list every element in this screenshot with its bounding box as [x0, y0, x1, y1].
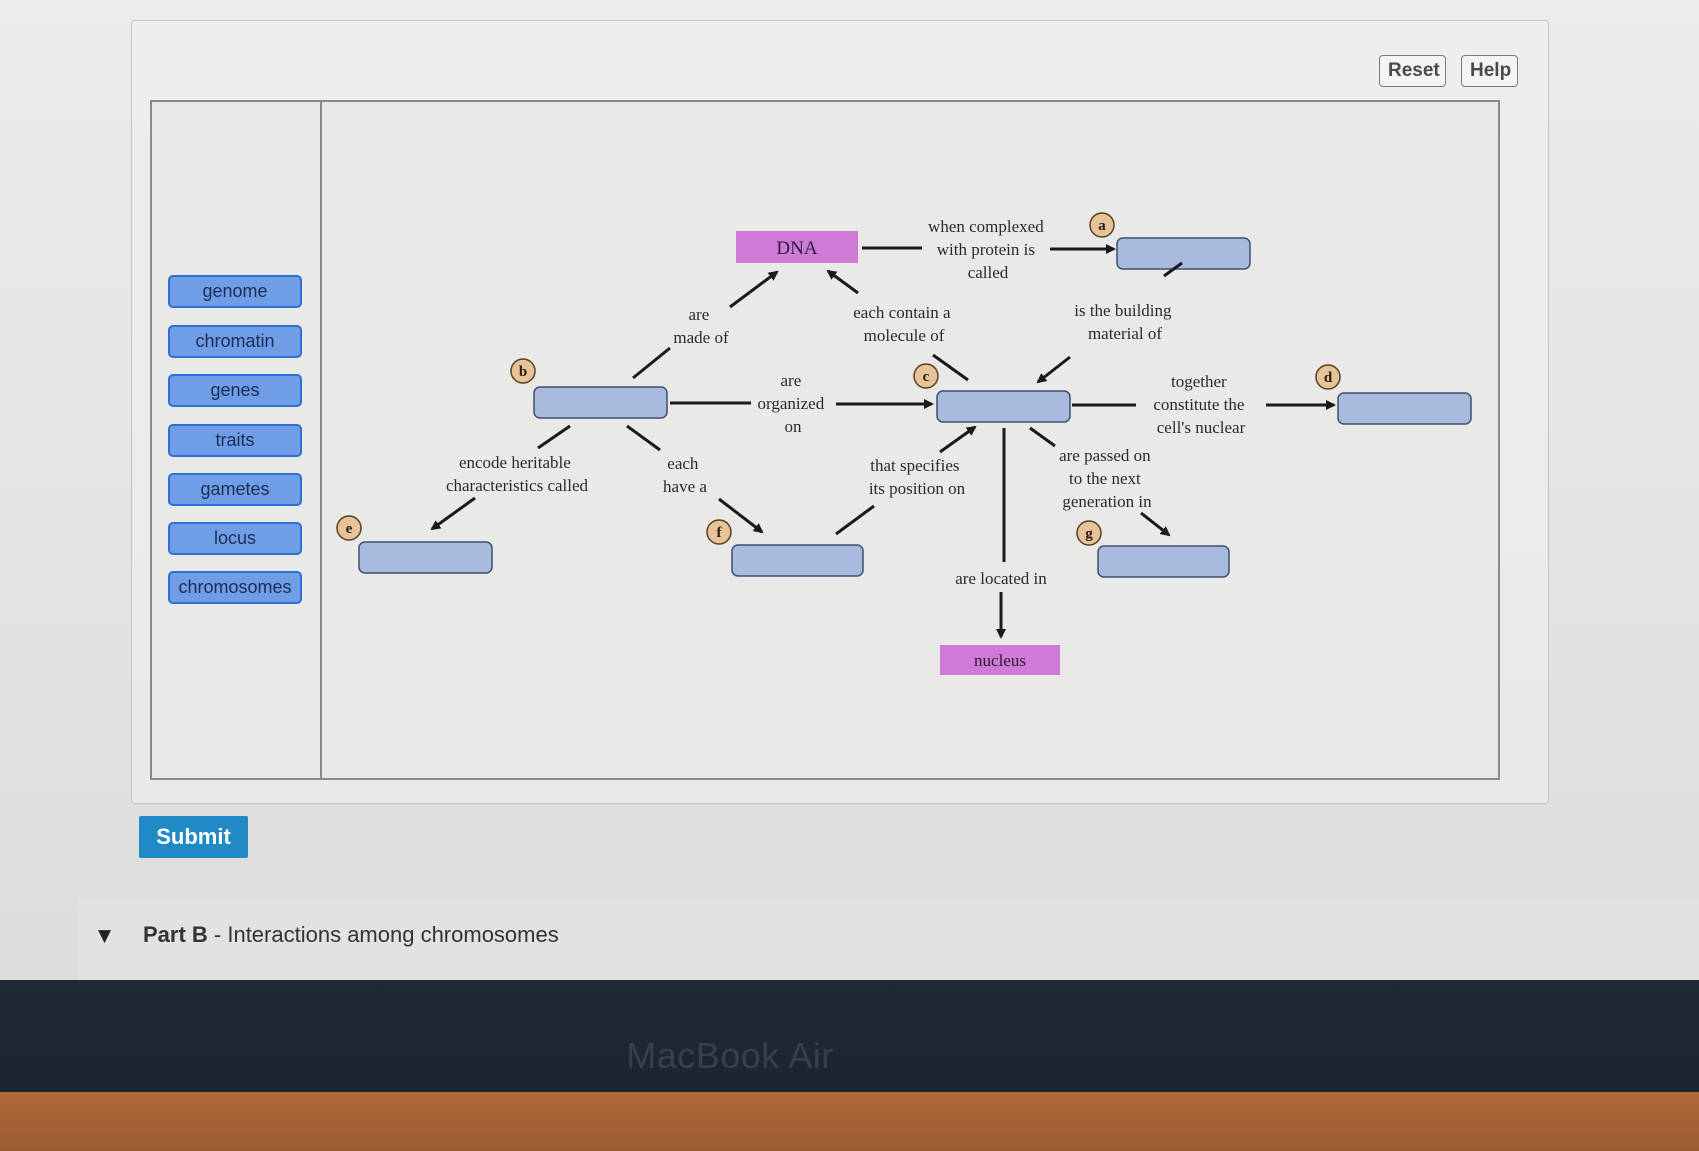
line-b-to-made — [632, 346, 671, 380]
marker-a-label: a — [1098, 218, 1106, 234]
marker-e-label: e — [346, 521, 353, 537]
marker-b-label: b — [519, 364, 527, 380]
laptop-bezel — [0, 980, 1699, 1092]
marker-f-label: f — [717, 525, 723, 541]
concept-map-board — [150, 100, 1500, 780]
line-c-to-contain — [932, 353, 969, 382]
desk-surface — [0, 1092, 1699, 1151]
line-a-to-building — [1163, 261, 1183, 278]
marker-f — [706, 519, 732, 545]
link-c-contains-dna: each contain a molecule of — [853, 303, 954, 345]
node-dna: DNA — [736, 231, 858, 263]
link-b-each-have-f: each have a — [663, 454, 707, 496]
arrow-building-to-c — [1036, 355, 1071, 384]
arrow-encode-to-e — [430, 496, 476, 531]
drop-target-b[interactable] — [533, 386, 668, 419]
marker-e — [336, 515, 362, 541]
drop-target-d[interactable] — [1337, 392, 1472, 425]
link-c-constitute-d: together constitute the cell's nuclear — [1153, 372, 1248, 437]
marker-g-label: g — [1085, 526, 1093, 542]
arrow-passed-to-g — [1140, 511, 1171, 537]
line-b-to-each — [626, 424, 661, 452]
node-nucleus-label: nucleus — [974, 651, 1026, 670]
link-b-encode-e: encode heritable characteristics called — [446, 453, 589, 495]
collapse-caret-icon[interactable]: ▼ — [98, 926, 112, 946]
drop-target-f[interactable] — [731, 544, 864, 577]
marker-c — [913, 363, 939, 389]
device-brand-label: MacBook Air — [626, 1035, 834, 1076]
submit-button[interactable]: Submit — [139, 816, 248, 858]
marker-a — [1089, 212, 1115, 238]
drop-target-c[interactable] — [936, 390, 1071, 423]
link-b-made-of-dna: are made of — [673, 305, 729, 347]
label-palette — [150, 100, 322, 780]
label-chip-genes[interactable]: genes — [168, 374, 302, 407]
part-b-heading[interactable]: Part B - Interactions among chromosomes — [143, 922, 559, 948]
node-dna-label: DNA — [776, 238, 817, 259]
marker-d-label: d — [1324, 370, 1333, 386]
drop-target-a[interactable] — [1116, 237, 1251, 270]
arrow-made-to-dna — [729, 270, 779, 309]
part-b-title: - Interactions among chromosomes — [207, 922, 559, 947]
marker-d — [1315, 364, 1341, 390]
line-f-to-specifies — [835, 504, 875, 536]
label-chip-chromatin[interactable]: chromatin — [168, 325, 302, 358]
arrow-each-to-f — [718, 497, 764, 534]
part-b-prefix: Part B — [143, 922, 208, 947]
line-b-to-encode — [537, 424, 571, 450]
link-f-specifies-position: that specifies its position on — [869, 456, 966, 498]
link-dna-to-a: when complexed with protein is called — [928, 217, 1048, 282]
label-chip-traits[interactable]: traits — [168, 424, 302, 457]
link-c-located-in: are located in — [955, 569, 1047, 588]
link-b-organized-on-c: are organized on — [758, 371, 829, 436]
label-chip-chromosomes[interactable]: chromosomes — [168, 571, 302, 604]
concept-map: DNA nucleus a b c d e f g — [336, 212, 1472, 675]
link-c-passed-on-g: are passed on to the next generation in — [1059, 446, 1155, 511]
drop-target-e[interactable] — [358, 541, 493, 574]
reset-button[interactable]: Reset — [1379, 55, 1446, 87]
marker-b — [510, 358, 536, 384]
drop-target-g[interactable] — [1097, 545, 1230, 578]
label-chip-genome[interactable]: genome — [168, 275, 302, 308]
line-c-to-passed — [1029, 426, 1056, 448]
node-nucleus: nucleus — [940, 645, 1060, 675]
help-button[interactable]: Help — [1461, 55, 1518, 87]
label-chip-locus[interactable]: locus — [168, 522, 302, 555]
link-a-building-material: is the building material of — [1074, 301, 1176, 343]
part-b-section[interactable] — [78, 900, 1699, 980]
arrow-specifies-to-c — [939, 425, 977, 454]
marker-c-label: c — [923, 369, 930, 385]
label-chip-gametes[interactable]: gametes — [168, 473, 302, 506]
arrow-contain-to-dna — [826, 269, 859, 295]
marker-g — [1076, 520, 1102, 546]
